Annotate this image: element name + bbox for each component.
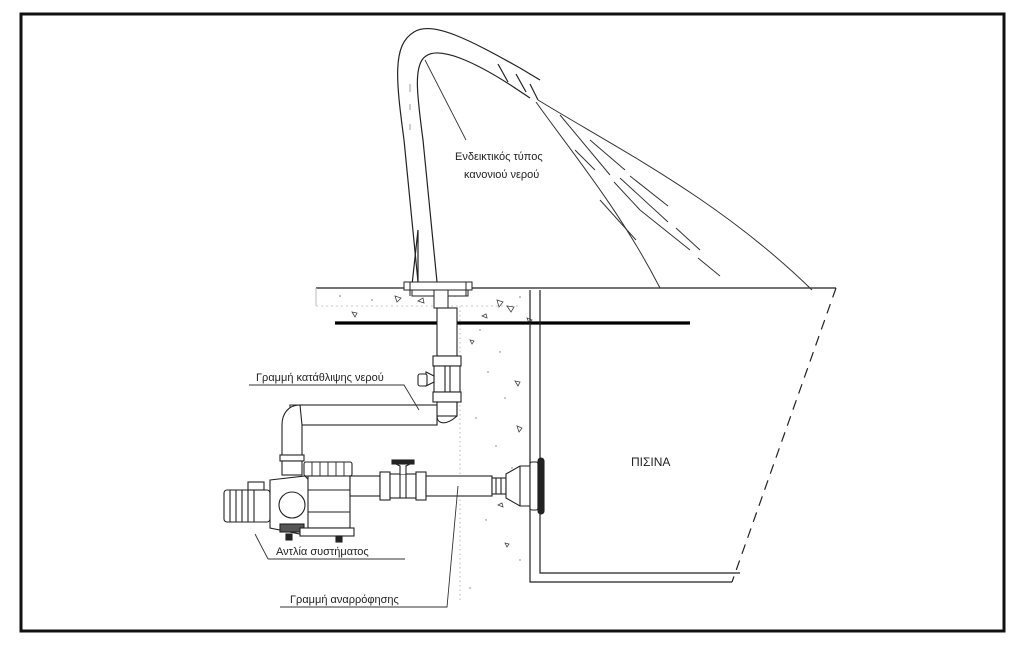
leader-lines xyxy=(249,59,467,608)
cannon-base xyxy=(403,281,473,309)
cannon-label-line2: κανονιού νερού xyxy=(464,169,539,181)
pool-walls xyxy=(529,290,740,583)
pool-label: ΠΙΣΙΝΑ xyxy=(631,455,670,469)
drawing-frame xyxy=(19,12,1006,633)
system-pump xyxy=(223,461,355,543)
water-cannon xyxy=(397,27,541,286)
pump-label: Αντλία συστήματος xyxy=(276,546,369,558)
suction-pipe xyxy=(349,457,545,515)
pool-water-outline xyxy=(731,287,837,583)
cannon-label-line1: Ενδεικτικός τύπος xyxy=(455,151,543,163)
discharge-line-label: Γραμμή κατάθλιψης νερού xyxy=(256,372,384,384)
discharge-pipe xyxy=(279,307,462,476)
concrete-deck xyxy=(315,287,836,600)
suction-line-label: Γραμμή αναρρόφησης xyxy=(290,594,399,606)
water-jet xyxy=(535,99,813,291)
